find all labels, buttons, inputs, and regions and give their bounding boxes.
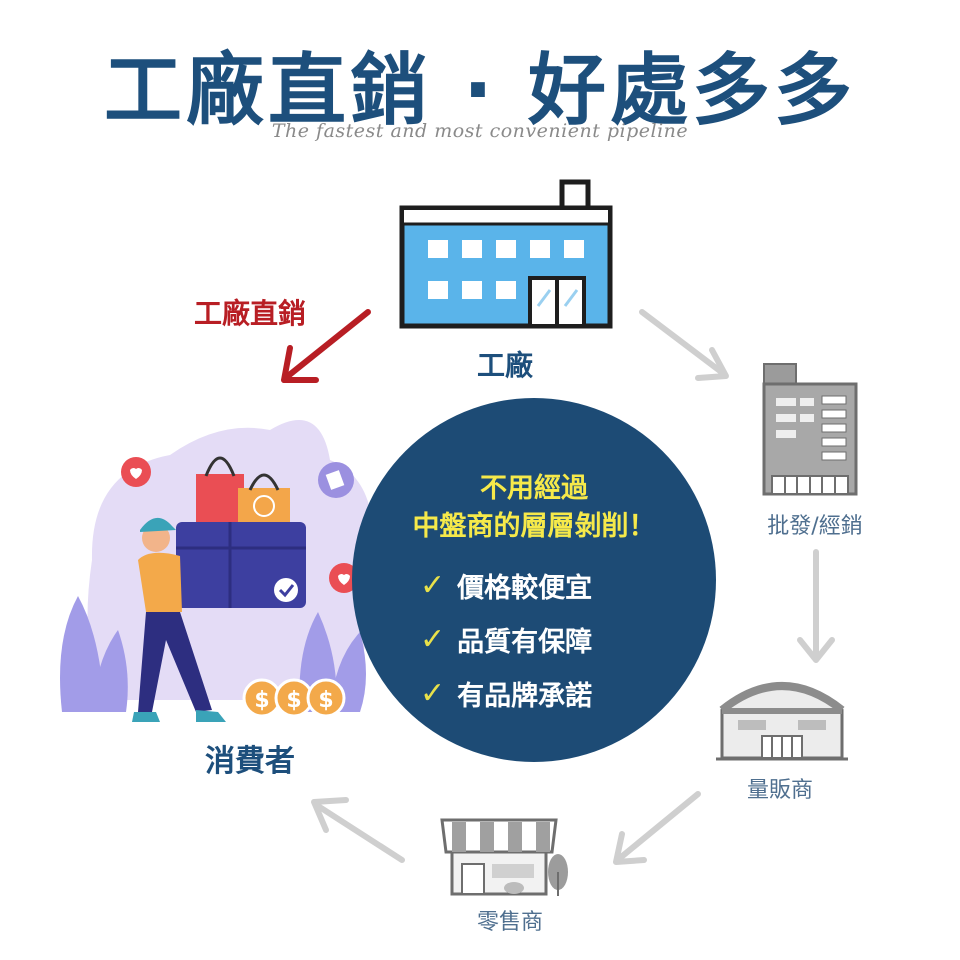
shop-icon bbox=[440, 818, 568, 896]
coins-icon: $ $ $ bbox=[242, 678, 346, 718]
page-subtitle: The fastest and most convenient pipeline bbox=[271, 120, 689, 142]
consumer-illustration: $ $ $ bbox=[60, 420, 374, 722]
benefit-label: 價格較便宜 bbox=[457, 573, 593, 604]
benefit-item: ✓ 品質有保障 bbox=[420, 620, 680, 659]
center-headline-line1: 不用經過 bbox=[480, 473, 588, 504]
center-circle bbox=[352, 398, 716, 762]
svg-text:$: $ bbox=[318, 688, 333, 713]
mass-retailer-label: 量販商 bbox=[746, 778, 813, 803]
svg-text:$: $ bbox=[254, 688, 269, 713]
benefit-label: 品質有保障 bbox=[457, 627, 593, 658]
page-title: 工廠直銷 · 好處多多 bbox=[104, 46, 856, 136]
check-icon: ✓ bbox=[420, 568, 446, 603]
direct-sale-label: 工廠直銷 bbox=[193, 297, 306, 330]
check-icon: ✓ bbox=[420, 676, 446, 711]
factory-icon bbox=[399, 179, 613, 329]
factory-label: 工廠 bbox=[476, 349, 533, 382]
benefit-item: ✓ 價格較便宜 bbox=[420, 566, 680, 605]
office-building-icon bbox=[762, 363, 858, 496]
consumer-label: 消費者 bbox=[205, 744, 295, 779]
svg-text:$: $ bbox=[286, 688, 301, 713]
wholesale-label: 批發/經銷 bbox=[767, 514, 863, 539]
benefit-label: 有品牌承諾 bbox=[457, 681, 593, 712]
check-icon: ✓ bbox=[420, 622, 446, 657]
center-headline-line2: 中盤商的層層剝削！ bbox=[412, 511, 656, 542]
retailer-label: 零售商 bbox=[476, 910, 543, 935]
warehouse-icon bbox=[716, 682, 848, 761]
center-headline: 不用經過 中盤商的層層剝削！ bbox=[352, 470, 716, 546]
benefit-item: ✓ 有品牌承諾 bbox=[420, 674, 680, 713]
flow-arrows bbox=[311, 309, 835, 865]
direct-sale-arrow bbox=[281, 309, 371, 383]
